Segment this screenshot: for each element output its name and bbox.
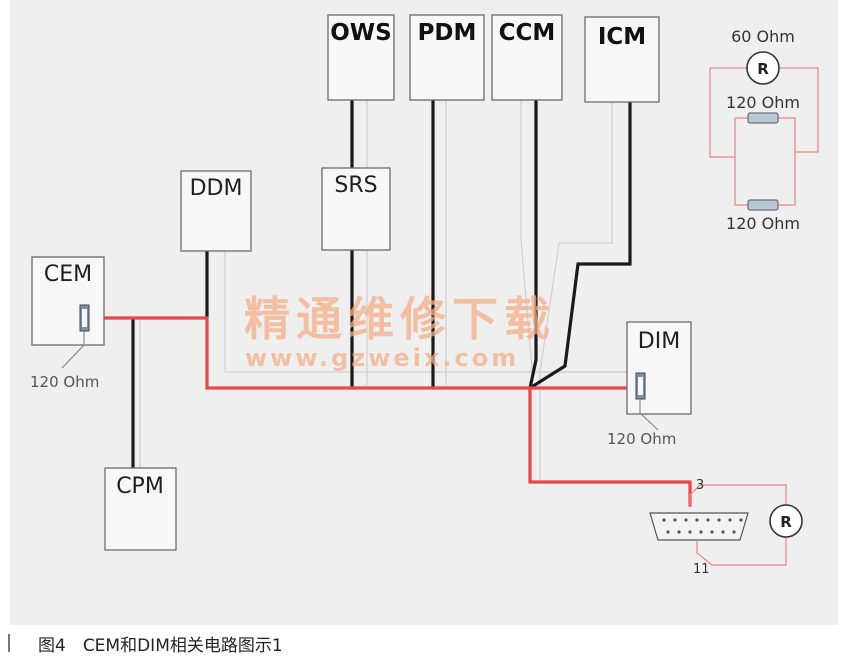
module-cpm[interactable]: CPM	[104, 467, 177, 551]
module-ccm[interactable]: CCM	[491, 14, 563, 101]
ccm-label: CCM	[499, 20, 556, 46]
diagnostic-ohmmeter-icon	[769, 504, 803, 538]
dim-label: DIM	[638, 329, 680, 354]
cem-label: CEM	[44, 262, 92, 287]
cem-resistor-value: 120 Ohm	[30, 373, 99, 391]
module-pdm[interactable]: PDM	[409, 14, 485, 101]
connector-pins	[662, 518, 743, 534]
module-ddm[interactable]: DDM	[180, 170, 252, 252]
srs-label: SRS	[334, 173, 377, 198]
ohmmeter-symbol: R	[757, 60, 769, 78]
watermark-url: www.gzweix.com	[245, 344, 519, 372]
cem-termination-resistor	[61, 304, 90, 369]
module-srs[interactable]: SRS	[321, 167, 391, 251]
cpm-label: CPM	[116, 474, 164, 499]
parallel-resistor-legend: 60 Ohm R 120 Ohm 120 Ohm	[709, 27, 819, 233]
pin-label-3: 3	[696, 478, 704, 493]
module-dim[interactable]: DIM	[626, 321, 692, 415]
legend-total-value: 60 Ohm	[731, 27, 795, 46]
figure-caption: 图4 CEM和DIM相关电路图示1	[38, 636, 283, 656]
legend-resistor-top-icon	[747, 112, 779, 124]
pdm-label: PDM	[418, 20, 477, 46]
pin-label-11: 11	[693, 562, 710, 577]
legend-top-value: 120 Ohm	[726, 93, 800, 112]
diagnostic-ohmmeter-symbol: R	[780, 513, 792, 531]
watermark-chinese: 精通维修下载	[244, 292, 556, 346]
can-low-wires	[131, 100, 632, 470]
icm-label: ICM	[598, 24, 646, 50]
legend-resistor-bottom-icon	[747, 199, 779, 211]
module-cem[interactable]: CEM	[31, 256, 105, 346]
dsub-connector-icon	[649, 512, 749, 541]
legend-bottom-value: 120 Ohm	[726, 214, 800, 233]
module-ows[interactable]: OWS	[327, 14, 395, 101]
ddm-label: DDM	[190, 176, 243, 201]
module-icm[interactable]: ICM	[584, 16, 660, 103]
caption-marker	[8, 634, 10, 652]
dim-termination-resistor	[635, 372, 659, 431]
diagnostic-connector[interactable]: R 3 11	[649, 478, 803, 577]
dim-resistor-value: 120 Ohm	[607, 430, 676, 448]
ohmmeter-icon	[746, 51, 780, 85]
ows-label: OWS	[330, 20, 392, 46]
can-high-wires	[86, 316, 692, 507]
